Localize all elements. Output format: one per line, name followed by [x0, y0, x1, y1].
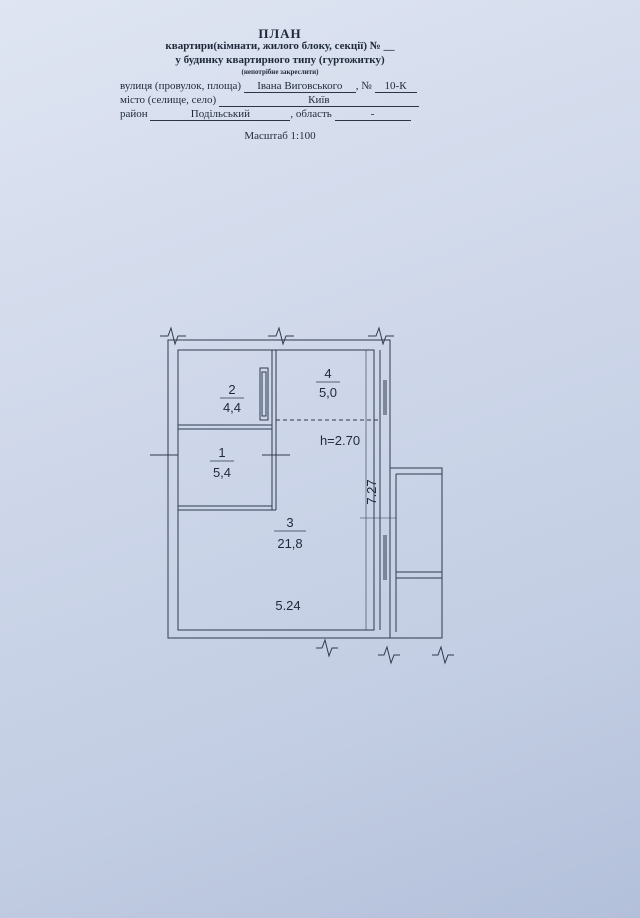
room-1-number: 1	[218, 445, 225, 460]
vent-shaft	[259, 367, 269, 421]
room-3-area: 21,8	[277, 536, 302, 551]
house-number-value: 10-К	[374, 80, 417, 93]
room-2-area: 4,4	[223, 400, 241, 415]
doc-subtitle-2: у будинку квартирного типу (гуртожитку)	[175, 54, 385, 66]
house-number-label: №	[361, 80, 372, 92]
street-value: Івана Виговського	[243, 80, 356, 93]
street-label: вулиця (провулок, площа)	[120, 80, 242, 92]
room-4-area: 5,0	[319, 385, 337, 400]
scale-label: Масштаб 1:100	[244, 130, 316, 142]
street-line: вулиця (провулок, площа) Івана Виговсько…	[120, 80, 417, 93]
room-2-number: 2	[228, 382, 235, 397]
district-value: Подільський	[150, 108, 291, 121]
district-line: район Подільський, область -	[120, 108, 411, 121]
length-dimension: 7.27	[364, 479, 379, 504]
balcony	[389, 467, 443, 639]
width-dimension: 5.24	[275, 598, 300, 613]
region-value: -	[334, 108, 411, 121]
city-value: Київ	[218, 94, 419, 107]
outer-wall-outer	[167, 339, 391, 639]
doc-subtitle-1: квартири(кімнати, жилого блоку, секції) …	[165, 40, 395, 52]
district-label: район	[120, 108, 148, 120]
doc-title: ПЛАН	[258, 26, 302, 41]
room-1-area: 5,4	[213, 465, 231, 480]
region-label: область	[295, 108, 332, 120]
room-4-number: 4	[324, 366, 331, 381]
room-3-number: 3	[286, 515, 293, 530]
ceiling-height: h=2.70	[320, 433, 360, 448]
city-line: місто (селище, село) Київ	[120, 94, 419, 107]
city-label: місто (селище, село)	[120, 94, 217, 106]
doc-note: (непотрібне закреслити)	[241, 68, 319, 76]
